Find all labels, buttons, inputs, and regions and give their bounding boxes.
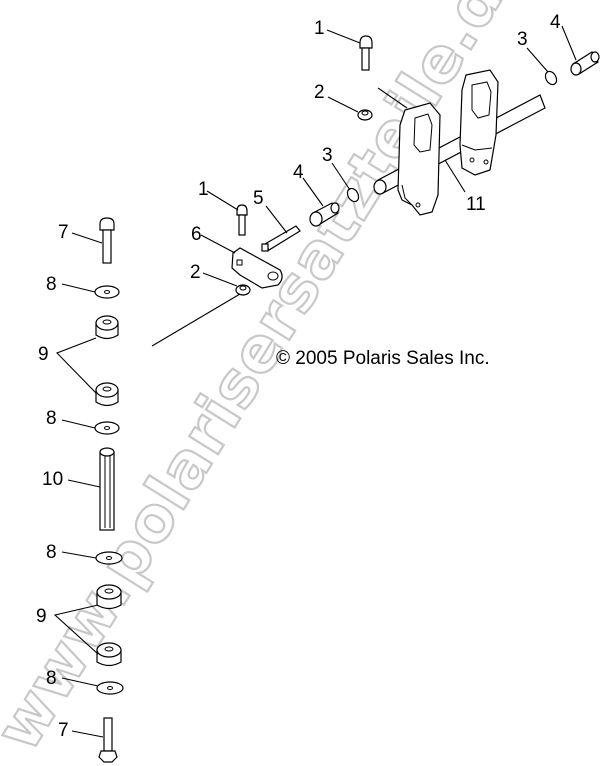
bushing-part: [96, 584, 122, 610]
hex-spacer-part: [99, 447, 115, 531]
bushing-part: [96, 642, 122, 667]
callout-6: 6: [191, 224, 202, 245]
copyright-text: © 2005 Polaris Sales Inc.: [276, 348, 490, 369]
nut-part: [235, 284, 251, 296]
callouts: 1 2 3 4 11 3 4 1 5 6 2 7 8 9 8 10 8 9 8 …: [36, 12, 561, 741]
callout-11: 11: [466, 194, 486, 215]
bushing-part: [570, 51, 600, 76]
washer-part: [94, 285, 120, 299]
shift-arm-assembly: [373, 69, 546, 216]
svg-text:www.polarisersatzteile.de: www.polarisersatzteile.de: [0, 0, 541, 764]
bolt-part: [236, 204, 248, 236]
bushing-part: [309, 202, 340, 227]
callout-7: 7: [58, 222, 69, 243]
callout-5: 5: [253, 188, 264, 209]
nut-part: [357, 109, 373, 121]
callout-3: 3: [322, 145, 333, 166]
callout-4: 4: [550, 12, 561, 33]
callout-4: 4: [293, 162, 304, 183]
callout-3: 3: [517, 29, 528, 50]
washer-part: [94, 421, 120, 435]
callout-8: 8: [46, 542, 57, 563]
callout-1: 1: [198, 179, 209, 200]
callout-2: 2: [314, 82, 325, 103]
bushing-part: [95, 382, 119, 407]
callout-9: 9: [36, 606, 47, 627]
washer-part: [96, 681, 124, 695]
callout-8: 8: [46, 408, 57, 429]
watermark: www.polarisersatzteile.de: [0, 0, 541, 764]
callout-8: 8: [46, 274, 57, 295]
callout-10: 10: [42, 469, 63, 490]
bushing-part: [95, 315, 119, 340]
bolt-part: [99, 217, 115, 264]
lever-part: [231, 247, 283, 289]
leader-lines: [53, 25, 577, 738]
callout-2: 2: [190, 262, 201, 283]
callout-8: 8: [46, 668, 57, 689]
bolt-part: [359, 35, 373, 71]
bolt-part: [98, 717, 118, 763]
callout-9: 9: [38, 344, 49, 365]
washer-part: [95, 551, 123, 565]
o-ring-part: [544, 70, 558, 86]
callout-7: 7: [58, 720, 69, 741]
callout-1: 1: [314, 18, 325, 39]
